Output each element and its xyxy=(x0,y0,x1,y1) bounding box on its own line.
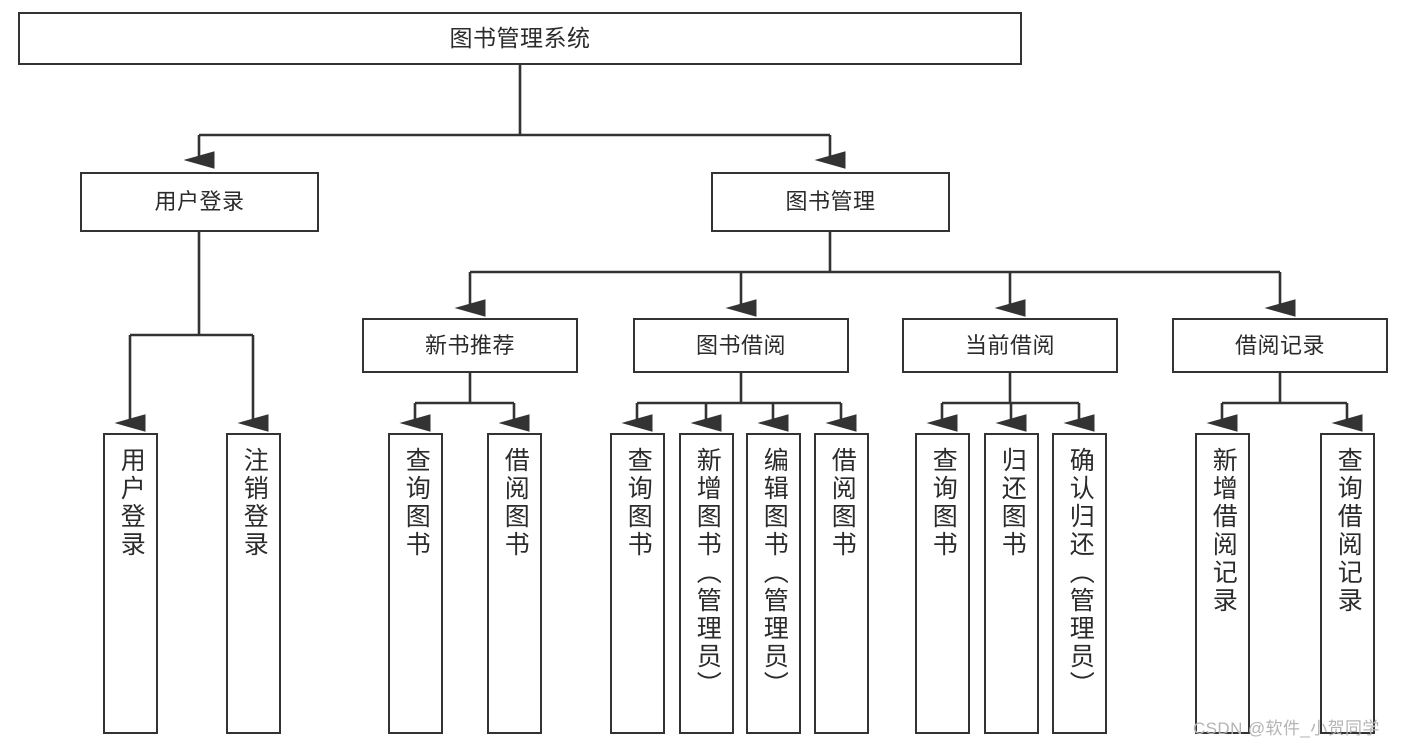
node-leaf-add-book-admin[interactable]: 新增图书（管理员） xyxy=(679,433,734,734)
node-label: 查询借阅记录 xyxy=(1334,447,1363,615)
node-label: 新书推荐 xyxy=(424,332,515,358)
node-label: 编辑图书（管理员） xyxy=(760,447,789,699)
node-leaf-query-borrow-record[interactable]: 查询借阅记录 xyxy=(1320,433,1375,734)
node-current-borrow[interactable]: 当前借阅 xyxy=(902,318,1118,373)
node-user-login[interactable]: 用户登录 xyxy=(80,172,319,232)
node-label: 归还图书 xyxy=(998,447,1027,559)
node-label: 当前借阅 xyxy=(964,332,1055,358)
node-leaf-edit-book-admin[interactable]: 编辑图书（管理员） xyxy=(746,433,801,734)
node-label: 查询图书 xyxy=(929,447,958,559)
node-leaf-confirm-return-admin[interactable]: 确认归还（管理员） xyxy=(1052,433,1107,734)
node-leaf-user-login[interactable]: 用户登录 xyxy=(103,433,158,734)
node-leaf-query-book-borrow[interactable]: 查询图书 xyxy=(610,433,665,734)
node-label: 图书管理系统 xyxy=(449,25,591,52)
node-book-management[interactable]: 图书管理 xyxy=(711,172,950,232)
node-leaf-logout-login[interactable]: 注销登录 xyxy=(226,433,281,734)
node-leaf-query-book-recommend[interactable]: 查询图书 xyxy=(388,433,443,734)
node-label: 新增借阅记录 xyxy=(1209,447,1238,615)
node-leaf-return-book[interactable]: 归还图书 xyxy=(984,433,1039,734)
node-label: 用户登录 xyxy=(154,189,245,215)
node-label: 查询图书 xyxy=(624,447,653,559)
node-borrow-record[interactable]: 借阅记录 xyxy=(1172,318,1388,373)
node-root-book-management-system[interactable]: 图书管理系统 xyxy=(18,12,1022,65)
node-label: 查询图书 xyxy=(402,447,431,559)
node-leaf-borrow-book[interactable]: 借阅图书 xyxy=(814,433,869,734)
node-new-book-recommend[interactable]: 新书推荐 xyxy=(362,318,578,373)
node-label: 注销登录 xyxy=(240,447,269,559)
node-label: 用户登录 xyxy=(117,447,146,559)
node-leaf-query-book-current[interactable]: 查询图书 xyxy=(915,433,970,734)
node-label: 借阅图书 xyxy=(828,447,857,559)
node-label: 图书管理 xyxy=(785,189,876,215)
node-book-borrow[interactable]: 图书借阅 xyxy=(633,318,849,373)
node-label: 新增图书（管理员） xyxy=(693,447,722,699)
csdn-watermark: CSDN @软件_小贺同学 xyxy=(1193,719,1380,738)
node-leaf-add-borrow-record[interactable]: 新增借阅记录 xyxy=(1195,433,1250,734)
node-leaf-borrow-book-recommend[interactable]: 借阅图书 xyxy=(487,433,542,734)
node-label: 借阅图书 xyxy=(501,447,530,559)
node-label: 图书借阅 xyxy=(695,332,786,358)
node-label: 确认归还（管理员） xyxy=(1066,447,1095,699)
node-label: 借阅记录 xyxy=(1234,332,1325,358)
